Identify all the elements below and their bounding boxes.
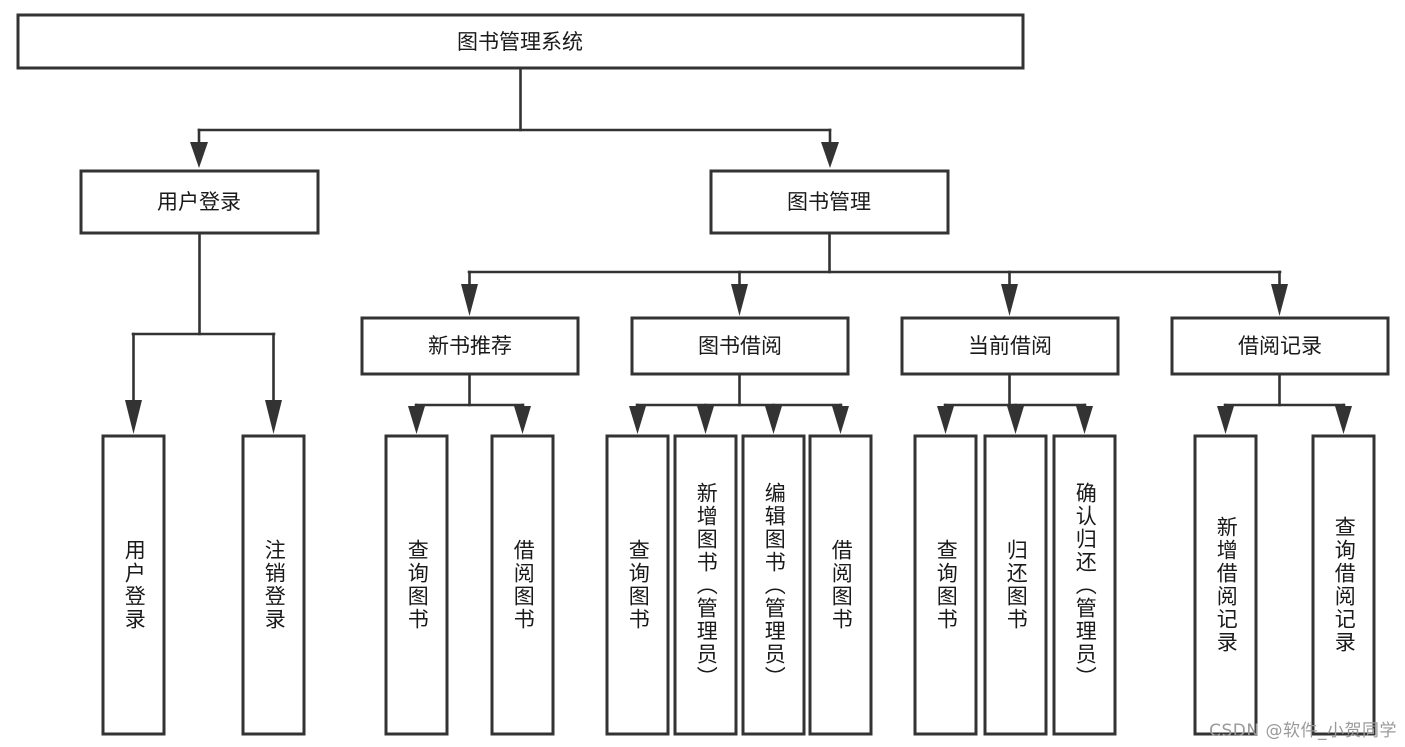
watermark-text: CSDN @软件_小贺同学: [1209, 721, 1397, 741]
arrowhead-leaf-11: [1076, 406, 1093, 434]
node-newbook-box[interactable]: [360, 316, 580, 376]
node-current[interactable]: 当前借阅: [900, 316, 1120, 376]
arrowhead-borrow: [731, 284, 748, 316]
node-leaf-12-box[interactable]: [1193, 434, 1258, 736]
node-leaf-10-box[interactable]: [983, 434, 1048, 736]
node-borrow-box[interactable]: [630, 316, 850, 376]
arrowhead-leaf-7: [765, 406, 782, 434]
node-leaf-4-box[interactable]: [490, 434, 555, 736]
node-root-box[interactable]: [16, 13, 1025, 70]
arrowhead-leaf-4: [514, 406, 531, 434]
arrowhead-leaf-5: [629, 406, 646, 434]
node-records[interactable]: 借阅记录: [1170, 316, 1390, 376]
connector-group-bookmgmt: [461, 231, 1288, 316]
arrowhead-current: [1001, 284, 1018, 316]
node-current-label: 当前借阅: [968, 334, 1052, 358]
node-current-box[interactable]: [900, 316, 1120, 376]
node-leaf-1-box[interactable]: [101, 434, 166, 736]
node-newbook[interactable]: 新书推荐: [360, 316, 580, 376]
node-leaf-3-box[interactable]: [384, 434, 449, 736]
arrowhead-leaf-13: [1335, 406, 1352, 434]
node-bookmgmt[interactable]: 图书管理: [709, 169, 950, 235]
node-login-box[interactable]: [79, 169, 320, 235]
arrowhead-leaf-3: [408, 406, 425, 434]
arrowhead-newbook: [461, 284, 478, 316]
connector-group-current: [937, 372, 1093, 434]
node-leaf-6-box[interactable]: [673, 434, 738, 736]
arrowhead-leaf-6: [697, 406, 714, 434]
arrowhead-records: [1271, 284, 1288, 316]
node-newbook-label: 新书推荐: [428, 334, 512, 358]
node-login-label: 用户登录: [157, 190, 241, 214]
arrowhead-leaf-10: [1007, 406, 1024, 434]
connector-group-root: [190, 66, 839, 168]
arrowhead-leaf-12: [1217, 406, 1234, 434]
node-bookmgmt-label: 图书管理: [787, 190, 871, 214]
node-root-label: 图书管理系统: [457, 30, 583, 54]
node-leaf-8-box[interactable]: [808, 434, 873, 736]
arrowhead-leaf-9: [937, 406, 954, 434]
node-leaf-11-box[interactable]: [1052, 434, 1117, 736]
node-login[interactable]: 用户登录: [79, 169, 320, 235]
arrowhead-leaf-1: [125, 400, 142, 434]
connector-group-newbook: [408, 372, 531, 434]
node-bookmgmt-box[interactable]: [709, 169, 950, 235]
node-records-box[interactable]: [1170, 316, 1390, 376]
node-borrow[interactable]: 图书借阅: [630, 316, 850, 376]
node-leaf-13-box[interactable]: [1311, 434, 1376, 736]
node-records-label: 借阅记录: [1238, 334, 1322, 358]
node-root[interactable]: 图书管理系统: [16, 13, 1025, 70]
arrowhead-leaf-2: [265, 400, 282, 434]
node-leaf-5-box[interactable]: [605, 434, 670, 736]
connector-group-borrow: [629, 372, 849, 434]
connector-group-login: [125, 231, 282, 434]
node-leaf-9-box[interactable]: [913, 434, 978, 736]
node-leaf-2-box[interactable]: [241, 434, 306, 736]
node-leaf-7-box[interactable]: [741, 434, 806, 736]
connector-group-records: [1217, 372, 1352, 434]
arrowhead-login: [190, 142, 208, 168]
arrowhead-leaf-8: [832, 406, 849, 434]
arrowhead-bookmgmt: [821, 142, 839, 168]
node-borrow-label: 图书借阅: [698, 334, 782, 358]
